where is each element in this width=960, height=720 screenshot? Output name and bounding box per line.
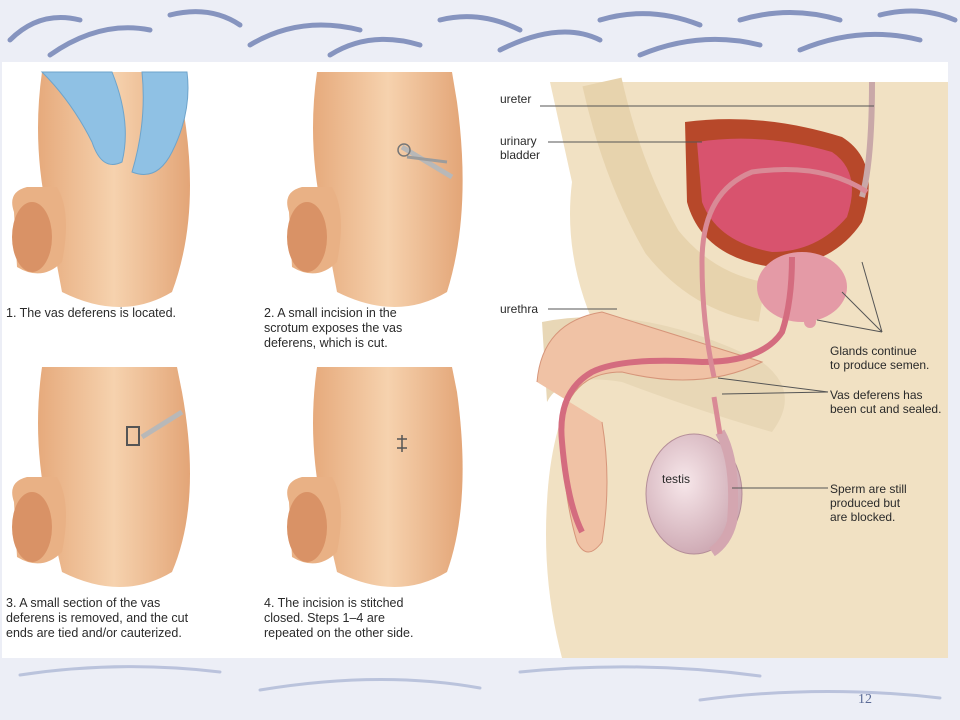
label-testis: testis [662,472,691,486]
leader-lines [540,105,883,489]
step-2-caption: 2. A small incision in the scrotum expos… [264,306,403,350]
step-4-caption: 4. The incision is stitched closed. Step… [264,596,414,640]
page-number: 12 [858,692,872,707]
step-1-caption: 1. The vas deferens is located. [6,306,177,320]
label-urinary-bladder: urinary bladder [500,134,541,162]
label-ureter: ureter [500,92,532,106]
anatomy-cross-section [536,77,948,658]
label-glands: Glands continue to produce semen. [830,344,930,372]
step-1-figure [12,71,190,307]
label-vas-deferens: Vas deferens has been cut and sealed. [830,388,942,416]
step-4-figure [287,367,463,587]
step-2-figure [287,72,463,307]
step-3-figure [12,367,190,587]
vasectomy-illustration [12,71,948,658]
diagram-panel: 1. The vas deferens is located. 2. A sma… [2,62,948,658]
step-3-caption: 3. A small section of the vas deferens i… [6,596,189,640]
label-urethra: urethra [500,302,539,316]
label-sperm: Sperm are still produced but are blocked… [830,482,907,524]
